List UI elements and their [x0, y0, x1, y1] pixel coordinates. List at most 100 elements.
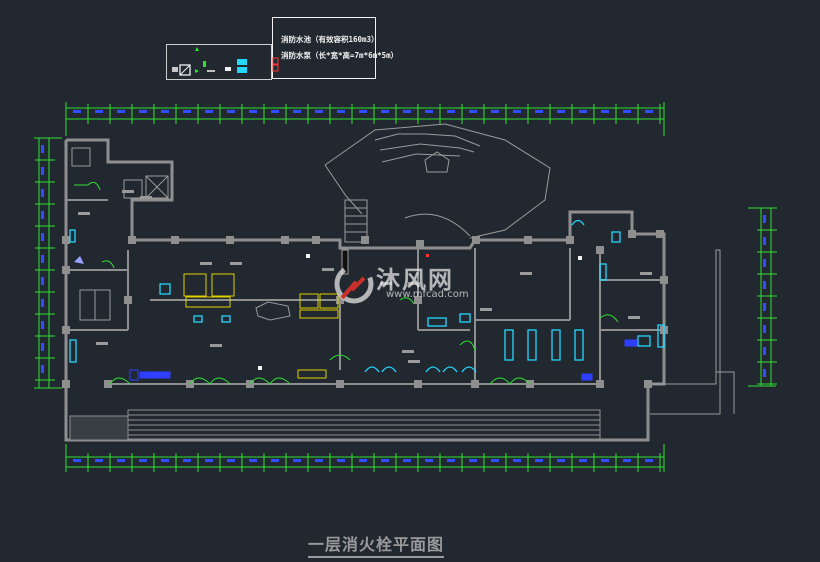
dimension-label-mark [601, 110, 609, 113]
room-label [122, 190, 134, 193]
dimension-label-mark [161, 110, 169, 113]
left-dimension-line [34, 137, 62, 389]
room-label [200, 262, 212, 265]
column [62, 236, 70, 244]
dimension-label-mark [491, 110, 499, 113]
dimension-label-mark [41, 321, 44, 329]
column [656, 230, 664, 238]
dimension-label-mark [763, 215, 766, 223]
room-label [322, 268, 334, 271]
dimension-label-mark [601, 459, 609, 462]
dimension-label-mark [403, 110, 411, 113]
legend-symbols [172, 47, 247, 76]
dimension-label-mark [41, 189, 44, 197]
dimension-label-mark [579, 459, 587, 462]
room-label [402, 350, 414, 353]
room-label [408, 282, 420, 285]
column [471, 380, 479, 388]
dimension-label-mark [763, 281, 766, 289]
column [171, 236, 179, 244]
dimension-label-mark [227, 459, 235, 462]
dimension-label-mark [205, 459, 213, 462]
room-label [628, 316, 640, 319]
column [361, 236, 369, 244]
dimension-label-mark [315, 110, 323, 113]
watermark-url: www.mfcad.com [386, 289, 469, 300]
dimension-label-mark [73, 459, 81, 462]
legend-cyan-symbol [237, 59, 247, 65]
room-label [210, 344, 222, 347]
dimension-label-mark [763, 259, 766, 267]
dimension-label-mark [645, 459, 653, 462]
dimension-label-mark [139, 459, 147, 462]
dimension-label-mark [425, 110, 433, 113]
column [414, 380, 422, 388]
room-label [520, 272, 532, 275]
column [596, 380, 604, 388]
legend-hydrant-symbol [172, 67, 178, 72]
dimension-label-mark [73, 110, 81, 113]
dimension-label-mark [41, 299, 44, 307]
dimension-label-mark [293, 459, 301, 462]
dimension-label-mark [447, 459, 455, 462]
dimension-label-mark [469, 110, 477, 113]
dimension-label-mark [535, 459, 543, 462]
upper-outline [324, 123, 551, 243]
dimension-label-mark [41, 233, 44, 241]
room-label [408, 360, 420, 363]
dimension-label-mark [359, 459, 367, 462]
dimension-label-mark [491, 459, 499, 462]
column [628, 230, 636, 238]
dimension-label-mark [763, 303, 766, 311]
dimension-label-mark [249, 459, 257, 462]
column [124, 296, 132, 304]
dimension-label-mark [763, 347, 766, 355]
dimension-label-mark [271, 110, 279, 113]
dimension-label-mark [763, 369, 766, 377]
dimension-label-mark [359, 110, 367, 113]
column [660, 276, 668, 284]
dimension-label-mark [557, 459, 565, 462]
dimension-label-mark [425, 459, 433, 462]
note-pool: 消防水池（有效容积160m3） [281, 35, 379, 44]
lower-platform [69, 409, 601, 441]
room-label [640, 272, 652, 275]
column [336, 380, 344, 388]
room-label [480, 308, 492, 311]
dimension-label-mark [183, 459, 191, 462]
hydrant-markers [129, 339, 638, 381]
dimension-label-mark [41, 343, 44, 351]
dimension-label-mark [645, 110, 653, 113]
legend-arrow-symbol [195, 47, 199, 51]
dimension-label-mark [41, 255, 44, 263]
dimension-label-mark [557, 110, 565, 113]
dimension-label-mark [271, 459, 279, 462]
dimension-label-mark [535, 110, 543, 113]
accent-symbols [74, 249, 582, 370]
watermark: 沐风网 www.mfcad.com [330, 256, 500, 316]
column [644, 380, 652, 388]
cyan-fixtures [69, 219, 665, 373]
column [416, 240, 424, 248]
column [62, 380, 70, 388]
watermark-name: 沐风网 [376, 266, 454, 294]
column [62, 326, 70, 334]
column [336, 296, 344, 304]
red-marker-icon [272, 57, 279, 72]
dimension-label-mark [337, 110, 345, 113]
column [281, 236, 289, 244]
legend-box [166, 44, 272, 80]
dimension-label-mark [513, 459, 521, 462]
column [414, 296, 422, 304]
dimension-label-mark [41, 365, 44, 373]
drawing-title: 一层消火栓平面图 [308, 531, 445, 558]
dimension-label-mark [381, 459, 389, 462]
dimension-label-mark [95, 110, 103, 113]
column [62, 266, 70, 274]
bottom-dimension-line [65, 444, 665, 472]
dimension-label-mark [41, 145, 44, 153]
notes-box: 消防水池（有效容积160m3） 消防水泵（长*宽*高=7m*6m*5m） [272, 17, 398, 79]
dimension-label-mark [183, 110, 191, 113]
dimension-label-mark [249, 110, 257, 113]
dimension-label-mark [117, 110, 125, 113]
